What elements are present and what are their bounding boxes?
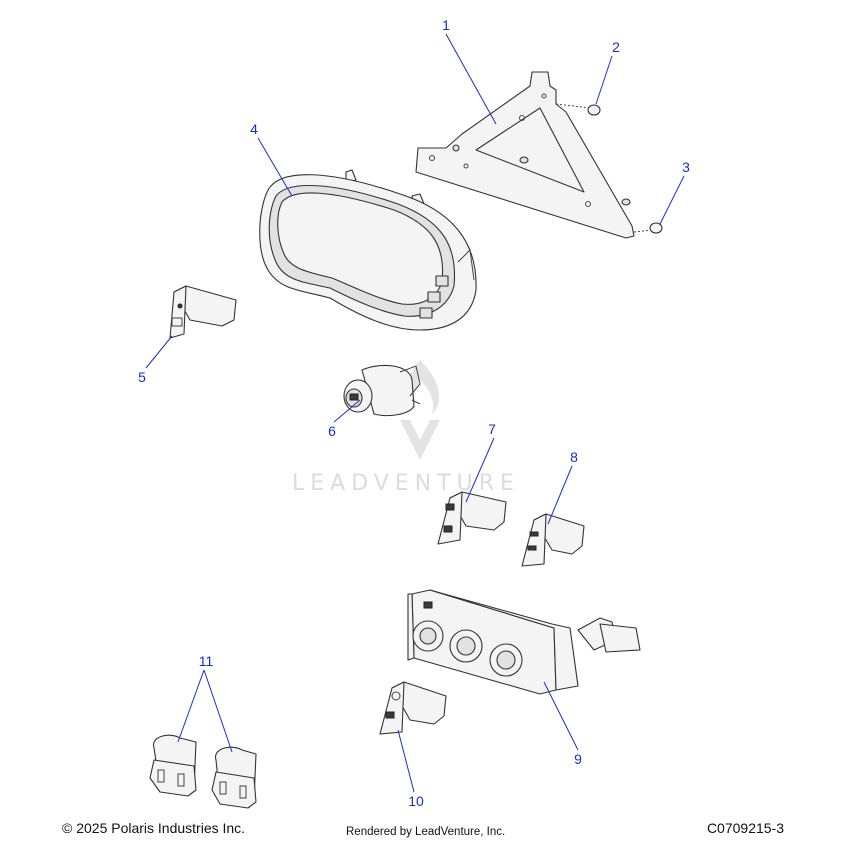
leadventure-watermark: LEADVENTURE	[292, 360, 520, 496]
callout-3[interactable]: 3	[682, 159, 690, 175]
part-switch-8	[521, 513, 585, 567]
part-display-cluster	[259, 169, 477, 331]
leader-line-4	[257, 137, 293, 197]
callout-11[interactable]: 11	[199, 653, 214, 669]
leader-line-11a	[177, 669, 205, 743]
part-climate-control	[407, 589, 641, 695]
diagram-code: C0709215-3	[706, 820, 784, 836]
callout-4[interactable]: 4	[250, 121, 258, 137]
leader-line-5	[145, 335, 173, 369]
leader-line-7	[465, 437, 495, 503]
part-screw-upper	[555, 103, 601, 116]
leader-line-11b	[203, 669, 233, 753]
callout-8[interactable]: 8	[570, 449, 578, 465]
part-switch-left	[169, 285, 237, 339]
part-ignition-switch	[343, 364, 421, 417]
part-bracket	[415, 71, 635, 239]
callout-10[interactable]: 10	[408, 793, 424, 809]
leader-line-6	[333, 399, 361, 423]
leader-line-3	[659, 175, 685, 225]
rendered-by-text: Rendered by LeadVenture, Inc.	[346, 826, 506, 838]
leader-line-1	[445, 33, 497, 125]
part-switch-10	[379, 681, 447, 735]
callout-5[interactable]: 5	[138, 369, 146, 385]
watermark-text: LEADVENTURE	[292, 471, 520, 496]
leader-line-2	[595, 55, 613, 105]
part-switch-pair	[149, 734, 257, 809]
callout-1[interactable]: 1	[442, 17, 450, 33]
part-switch-7	[437, 491, 507, 545]
callout-2[interactable]: 2	[612, 39, 620, 55]
callout-7[interactable]: 7	[488, 421, 496, 437]
leader-line-9	[543, 681, 579, 751]
callout-6[interactable]: 6	[328, 423, 336, 439]
copyright-text: © 2025 Polaris Industries Inc.	[62, 820, 246, 836]
leader-line-8	[547, 465, 573, 525]
part-screw-lower	[633, 222, 663, 234]
callout-9[interactable]: 9	[574, 751, 582, 767]
leader-line-10	[397, 729, 415, 793]
